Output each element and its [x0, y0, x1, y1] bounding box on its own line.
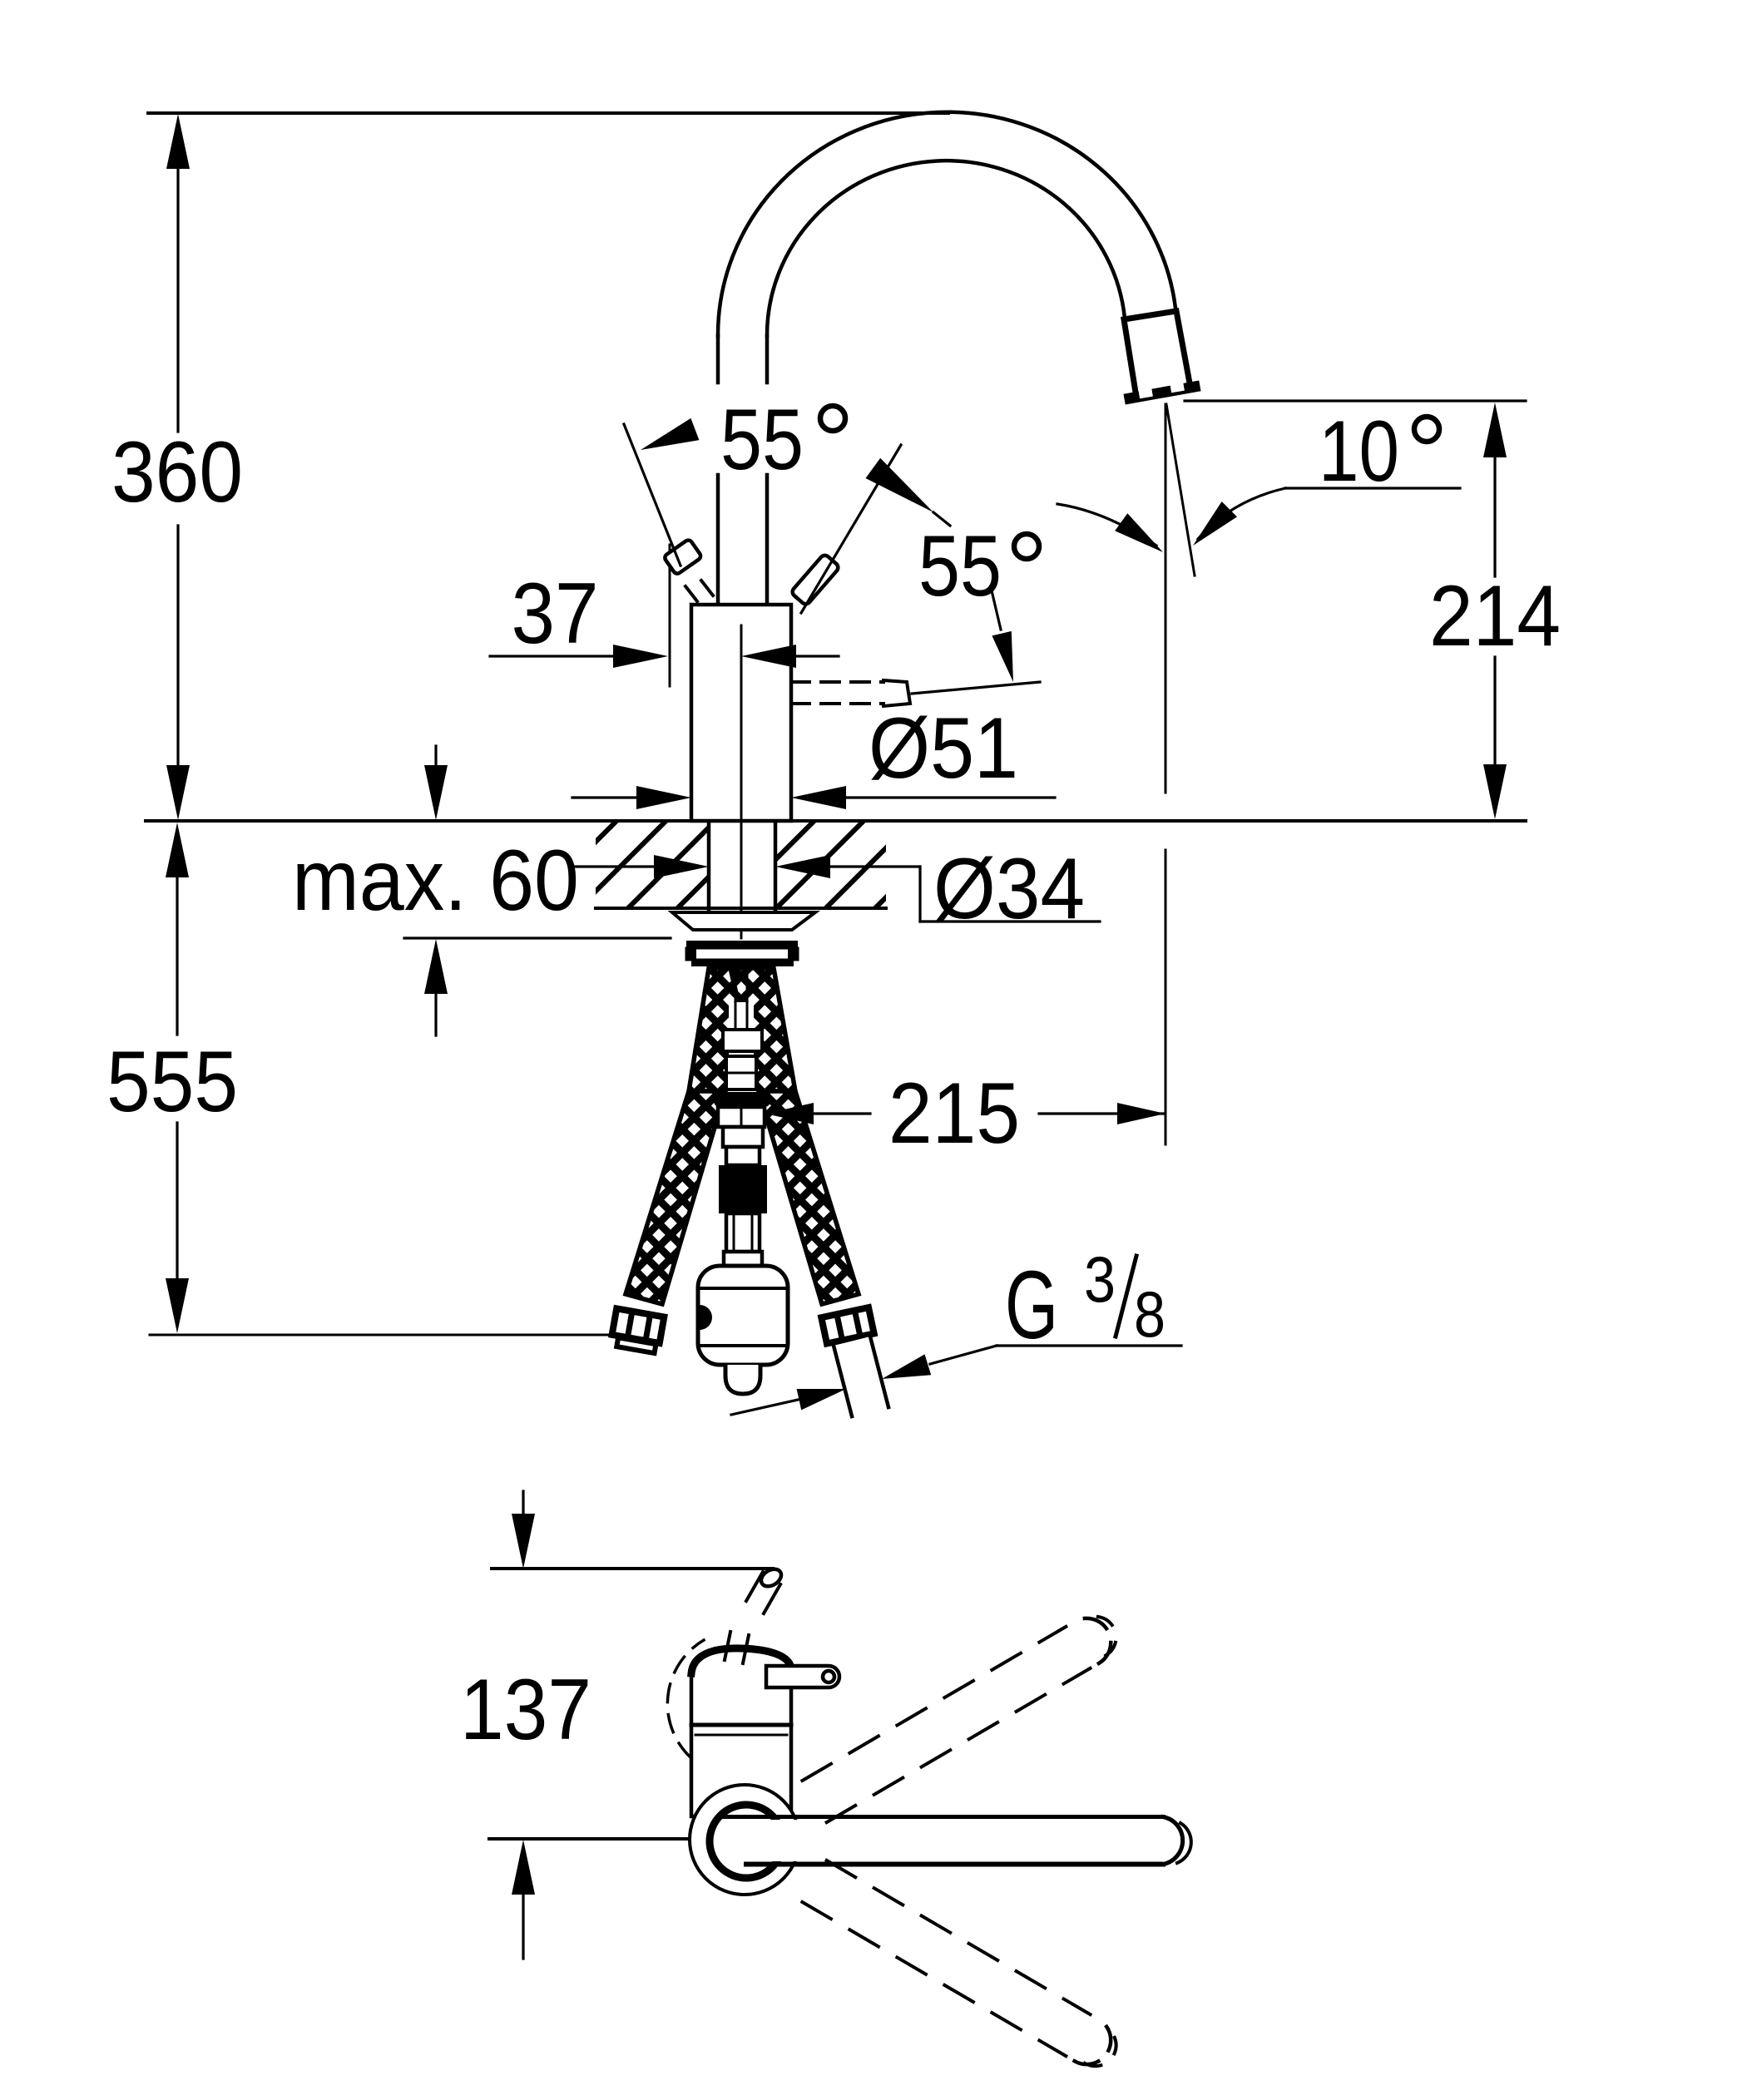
- svg-text:555: 555: [106, 1034, 238, 1130]
- svg-text:360: 360: [111, 424, 243, 521]
- svg-text:10: 10: [1319, 403, 1399, 500]
- svg-text:Ø51: Ø51: [869, 700, 1018, 797]
- svg-text:G: G: [1005, 1251, 1058, 1359]
- svg-text:55: 55: [720, 392, 804, 488]
- svg-text:55: 55: [918, 518, 1002, 615]
- svg-text:37: 37: [512, 566, 599, 662]
- svg-text:3: 3: [1084, 1243, 1116, 1316]
- svg-text:214: 214: [1429, 568, 1561, 665]
- svg-text:max. 60: max. 60: [292, 833, 579, 929]
- svg-text:215: 215: [888, 1065, 1020, 1162]
- svg-text:8: 8: [1134, 1277, 1166, 1351]
- svg-text:Ø34: Ø34: [933, 841, 1085, 937]
- svg-text:137: 137: [460, 1662, 591, 1758]
